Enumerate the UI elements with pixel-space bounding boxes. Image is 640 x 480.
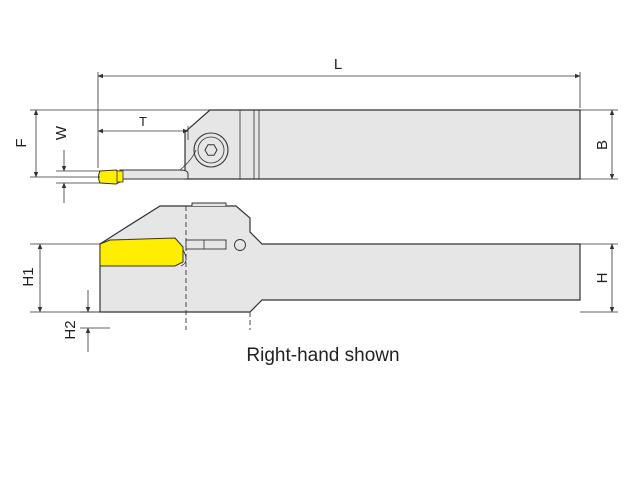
channel-hole-icon [234,239,246,251]
coolant-channel [185,239,227,250]
label-L: L [334,56,342,73]
label-H: H [594,273,611,284]
caption-right-hand-shown: Right-hand shown [246,345,399,366]
top-view-shank [184,109,581,180]
dimension-H2: H2 [62,290,110,352]
label-T: T [139,114,147,129]
side-view [99,202,581,330]
dimension-B: B [580,109,618,180]
label-F: F [13,138,30,147]
label-W: W [53,125,70,140]
dimension-L: L [97,56,581,168]
dimension-H: H [580,243,618,313]
insert-seat [116,170,124,183]
top-view-blade [119,169,189,180]
clamp-screw-icon [193,132,229,168]
dimension-T: T [97,114,189,140]
side-view-insert [99,237,184,267]
top-view [98,109,581,185]
insert-clamp-curve [180,249,187,267]
label-H1: H1 [20,267,37,286]
side-view-clamp [191,202,227,206]
dimension-W: W [53,125,100,203]
blade-curve [179,149,197,171]
dimension-F: F [13,109,210,178]
label-B: B [594,140,611,150]
label-H2: H2 [62,320,79,339]
